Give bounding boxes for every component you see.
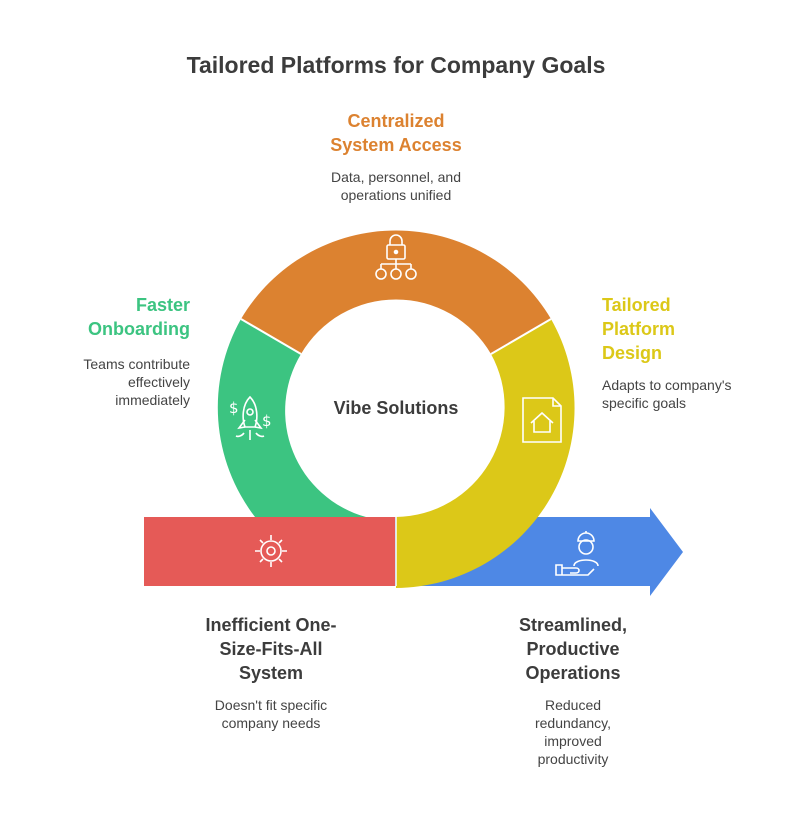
inefficient-title-line-3: System — [238, 663, 304, 683]
diagram-title: Tailored Platforms for Company Goals — [186, 52, 606, 78]
onboarding-title: Faster Onboarding — [20, 293, 190, 341]
center-label-wrap: Vibe Solutions — [296, 380, 496, 436]
centralized-desc-line-1: Data, personnel, and — [331, 169, 461, 185]
streamlined-desc-line-4: productivity — [537, 751, 609, 767]
inefficient-title-line-2: Size-Fits-All — [219, 639, 323, 659]
inefficient-desc: Doesn't fit specific company needs — [171, 696, 371, 732]
streamlined-title-line-2: Productive — [526, 639, 620, 659]
centralized-title-line-2: System Access — [330, 135, 462, 155]
ring-segment-tailored — [396, 319, 575, 588]
rocket-money-icon: $ $ — [229, 395, 272, 440]
gear-icon — [255, 535, 287, 567]
svg-text:$: $ — [262, 412, 272, 430]
tailored-desc-line-1: Adapts to company's — [602, 377, 732, 393]
center-label: Vibe Solutions — [333, 397, 459, 418]
inefficient-title-line-1: Inefficient One- — [205, 615, 337, 635]
inefficient-desc-line-2: company needs — [221, 715, 321, 731]
ring-segment-centralized — [241, 230, 551, 354]
svg-text:$: $ — [229, 399, 239, 417]
onboarding-title-line-1: Faster — [135, 295, 190, 315]
tailored-title-line-2: Platform — [602, 319, 676, 339]
inefficient-title: Inefficient One- Size-Fits-All System — [171, 613, 371, 685]
tailored-desc: Adapts to company's specific goals — [602, 376, 782, 412]
tailored-desc-line-2: specific goals — [602, 395, 687, 411]
centralized-title-line-1: Centralized — [347, 111, 445, 131]
streamlined-title-line-1: Streamlined, — [518, 615, 628, 635]
tailored-title: Tailored Platform Design — [602, 293, 772, 365]
onboarding-desc-line-2: effectively — [128, 374, 190, 390]
centralized-desc-line-2: operations unified — [340, 187, 452, 203]
inefficient-bar — [144, 517, 395, 586]
streamlined-title: Streamlined, Productive Operations — [473, 613, 673, 685]
streamlined-desc-line-2: redundancy, — [534, 715, 611, 731]
streamlined-title-line-3: Operations — [525, 663, 621, 683]
ring-segment-onboarding — [217, 319, 366, 517]
centralized-title: Centralized System Access — [296, 109, 496, 157]
lock-hierarchy-icon — [375, 234, 417, 280]
streamlined-desc: Reduced redundancy, improved productivit… — [473, 696, 673, 768]
onboarding-desc-line-1: Teams contribute — [83, 356, 190, 372]
tailored-title-line-1: Tailored — [602, 295, 671, 315]
tailored-title-line-3: Design — [602, 343, 663, 363]
document-home-icon — [522, 397, 562, 443]
streamlined-desc-line-3: improved — [544, 733, 602, 749]
streamlined-desc-line-1: Reduced — [544, 697, 602, 713]
centralized-desc: Data, personnel, and operations unified — [296, 168, 496, 204]
onboarding-desc-line-3: immediately — [115, 392, 190, 408]
inefficient-desc-line-1: Doesn't fit specific — [214, 697, 328, 713]
worker-hand-icon — [555, 531, 599, 576]
onboarding-desc: Teams contribute effectively immediately — [20, 355, 190, 409]
onboarding-title-line-2: Onboarding — [88, 319, 190, 339]
